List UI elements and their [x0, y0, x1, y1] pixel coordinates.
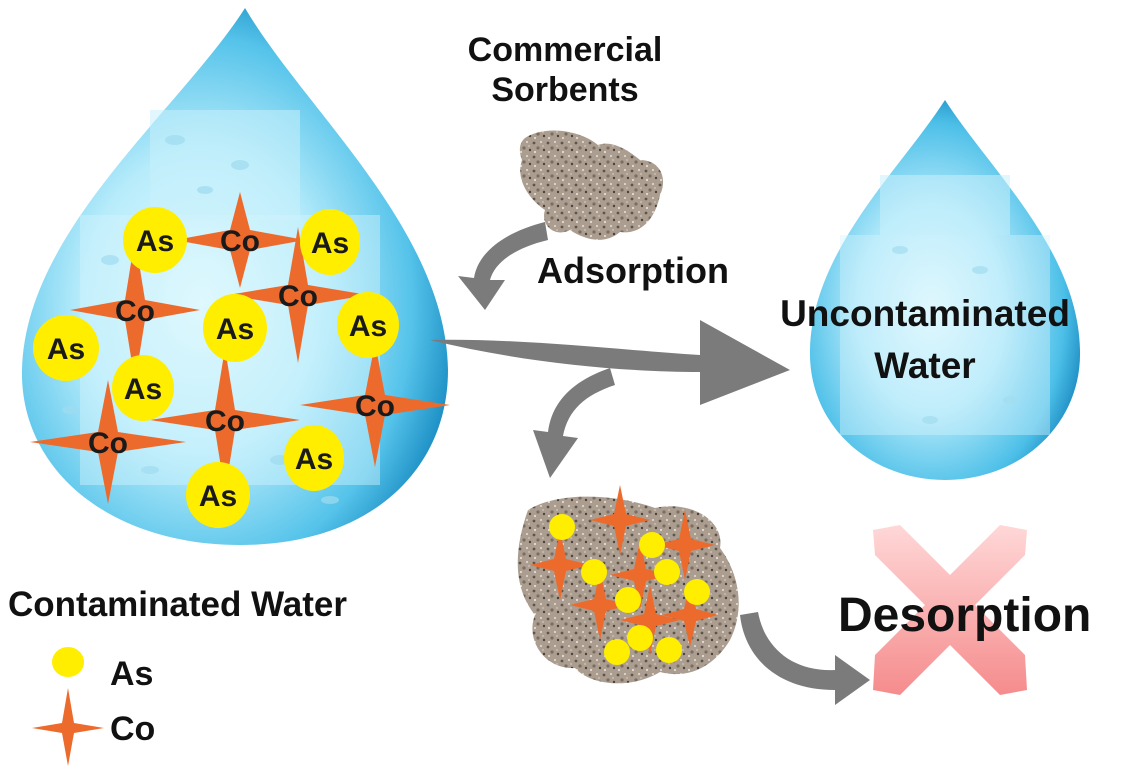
co-ion-label: Co — [355, 390, 395, 423]
as-ion-label: As — [136, 225, 174, 258]
commercial-sorbent-particle — [519, 130, 664, 240]
co-ion — [228, 227, 368, 363]
loaded-as-ion — [684, 579, 710, 605]
as-ion-label: As — [349, 310, 387, 343]
as-ion-label: As — [199, 480, 237, 513]
loaded-sorbent-curved-arrow — [533, 368, 615, 478]
loaded-co-ion — [662, 583, 718, 647]
loaded-co-ion — [620, 585, 680, 655]
loaded-as-ions — [549, 514, 710, 665]
as-ion-label: As — [124, 373, 162, 406]
loaded-as-ion — [627, 625, 653, 651]
co-ion — [70, 238, 200, 382]
uncontaminated-water-drop — [809, 100, 1081, 480]
co-ion-label: Co — [220, 225, 260, 258]
contaminated-water-drop — [21, 8, 449, 545]
co-ion-label: Co — [278, 280, 318, 313]
loaded-as-ion — [654, 559, 680, 585]
loaded-as-ion — [604, 639, 630, 665]
legend-co-label: Co — [110, 710, 156, 748]
adsorption-curved-arrow — [458, 222, 548, 310]
as-ion — [33, 315, 99, 381]
loaded-co-ion — [590, 485, 650, 555]
loaded-co-ion — [530, 530, 590, 600]
as-ion — [186, 462, 250, 528]
co-ion-label: Co — [115, 295, 155, 328]
as-ion-label: As — [311, 227, 349, 260]
loaded-co-ion — [610, 540, 670, 610]
as-ion-label: As — [47, 333, 85, 366]
loaded-co-ion — [570, 570, 630, 640]
as-ion — [300, 209, 360, 275]
loaded-co-ions — [530, 485, 718, 655]
co-ion-label: Co — [88, 427, 128, 460]
no-desorption-cross-icon — [873, 525, 1027, 695]
desorption-label: Desorption — [838, 589, 1092, 642]
legend-as-label: As — [110, 655, 154, 693]
as-ion-label: As — [295, 443, 333, 476]
co-ion — [30, 380, 186, 504]
loaded-as-ion — [639, 532, 665, 558]
commercial-line-1: Commercial — [467, 31, 663, 69]
as-ion — [203, 294, 267, 362]
as-ion — [123, 207, 187, 273]
commercial-line-2: Sorbents — [491, 71, 639, 109]
co-ion — [175, 192, 305, 288]
as-ion-label: As — [216, 313, 254, 346]
desorption-curved-arrow — [740, 612, 870, 705]
loaded-co-ion — [655, 510, 715, 580]
main-process-arrow — [430, 320, 790, 405]
co-ion-label: Co — [205, 405, 245, 438]
loaded-as-ion — [615, 587, 641, 613]
as-ion — [284, 425, 344, 491]
uncontaminated-line-2: Water — [874, 345, 976, 386]
adsorption-label: Adsorption — [537, 250, 729, 291]
loaded-as-ion — [656, 637, 682, 663]
legend-co-icon — [32, 688, 104, 766]
uncontaminated-line-1: Uncontaminated — [780, 293, 1070, 334]
as-ion — [112, 355, 174, 421]
as-ion — [337, 292, 399, 358]
loaded-as-ion — [549, 514, 575, 540]
loaded-as-ion — [581, 559, 607, 585]
uncontaminated-water-label: Uncontaminated Water — [740, 288, 1110, 392]
co-ion — [300, 343, 450, 467]
legend-as-icon — [52, 647, 84, 677]
commercial-sorbents-label: Commercial Sorbents — [440, 30, 690, 110]
contaminated-water-label: Contaminated Water — [8, 585, 348, 624]
co-ion — [150, 348, 300, 492]
